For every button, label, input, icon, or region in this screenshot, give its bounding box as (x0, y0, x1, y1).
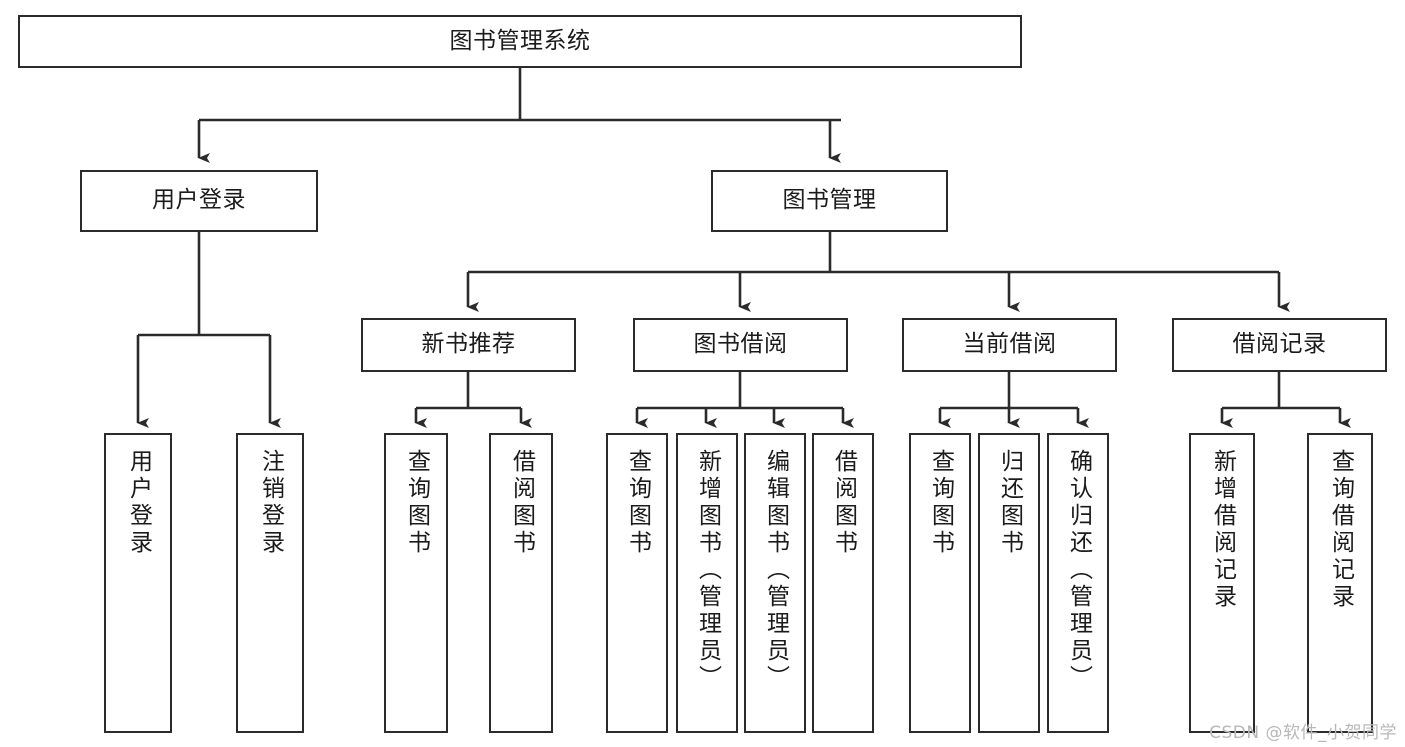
node-label: 借阅图书 (830, 449, 857, 557)
node-label: 借阅记录 (1232, 331, 1327, 358)
node-label: 用户登录 (125, 449, 152, 557)
node-label: 查询图书 (403, 449, 430, 557)
node-label: 查询图书 (624, 449, 651, 557)
node-label: 归还图书 (996, 449, 1023, 557)
node-label: 图书管理 (782, 187, 877, 214)
node-user-login[interactable]: 用户登录 (80, 170, 318, 232)
node-label: 查询借阅记录 (1327, 449, 1354, 611)
leaf-borrow-record-add[interactable]: 新增借阅记录 (1189, 433, 1255, 733)
node-label: 新书推荐 (421, 331, 516, 358)
node-book-management[interactable]: 图书管理 (711, 170, 948, 232)
leaf-book-borrow-borrow[interactable]: 借阅图书 (812, 433, 874, 733)
node-label: 新增图书（管理员） (694, 449, 721, 692)
node-new-book-recommend[interactable]: 新书推荐 (361, 318, 576, 372)
watermark-text: CSDN @软件_小贺同学 (1209, 723, 1397, 743)
leaf-user-login-logout[interactable]: 注销登录 (236, 433, 304, 733)
node-book-borrow[interactable]: 图书借阅 (633, 318, 848, 372)
leaf-new-book-borrow[interactable]: 借阅图书 (489, 433, 553, 733)
leaf-book-borrow-query[interactable]: 查询图书 (606, 433, 668, 733)
node-label: 新增借阅记录 (1209, 449, 1236, 611)
leaf-new-book-query[interactable]: 查询图书 (384, 433, 448, 733)
node-root-book-management-system[interactable]: 图书管理系统 (18, 15, 1022, 68)
leaf-user-login-login[interactable]: 用户登录 (104, 433, 172, 733)
leaf-book-borrow-edit-admin[interactable]: 编辑图书（管理员） (744, 433, 806, 733)
node-label: 确认归还（管理员） (1065, 449, 1092, 692)
node-borrow-record[interactable]: 借阅记录 (1172, 318, 1387, 372)
leaf-book-borrow-add-admin[interactable]: 新增图书（管理员） (676, 433, 738, 733)
leaf-current-borrow-confirm-return-admin[interactable]: 确认归还（管理员） (1047, 433, 1109, 733)
leaf-current-borrow-query[interactable]: 查询图书 (909, 433, 971, 733)
node-label: 注销登录 (257, 449, 284, 557)
node-current-borrow[interactable]: 当前借阅 (902, 318, 1117, 372)
node-label: 图书管理系统 (449, 27, 591, 54)
node-label: 用户登录 (152, 187, 246, 214)
leaf-borrow-record-query[interactable]: 查询借阅记录 (1307, 433, 1373, 733)
node-label: 借阅图书 (508, 449, 535, 557)
node-label: 查询图书 (927, 449, 954, 557)
node-label: 当前借阅 (962, 331, 1057, 358)
node-label: 编辑图书（管理员） (762, 449, 789, 692)
node-label: 图书借阅 (693, 331, 788, 358)
leaf-current-borrow-return[interactable]: 归还图书 (978, 433, 1040, 733)
